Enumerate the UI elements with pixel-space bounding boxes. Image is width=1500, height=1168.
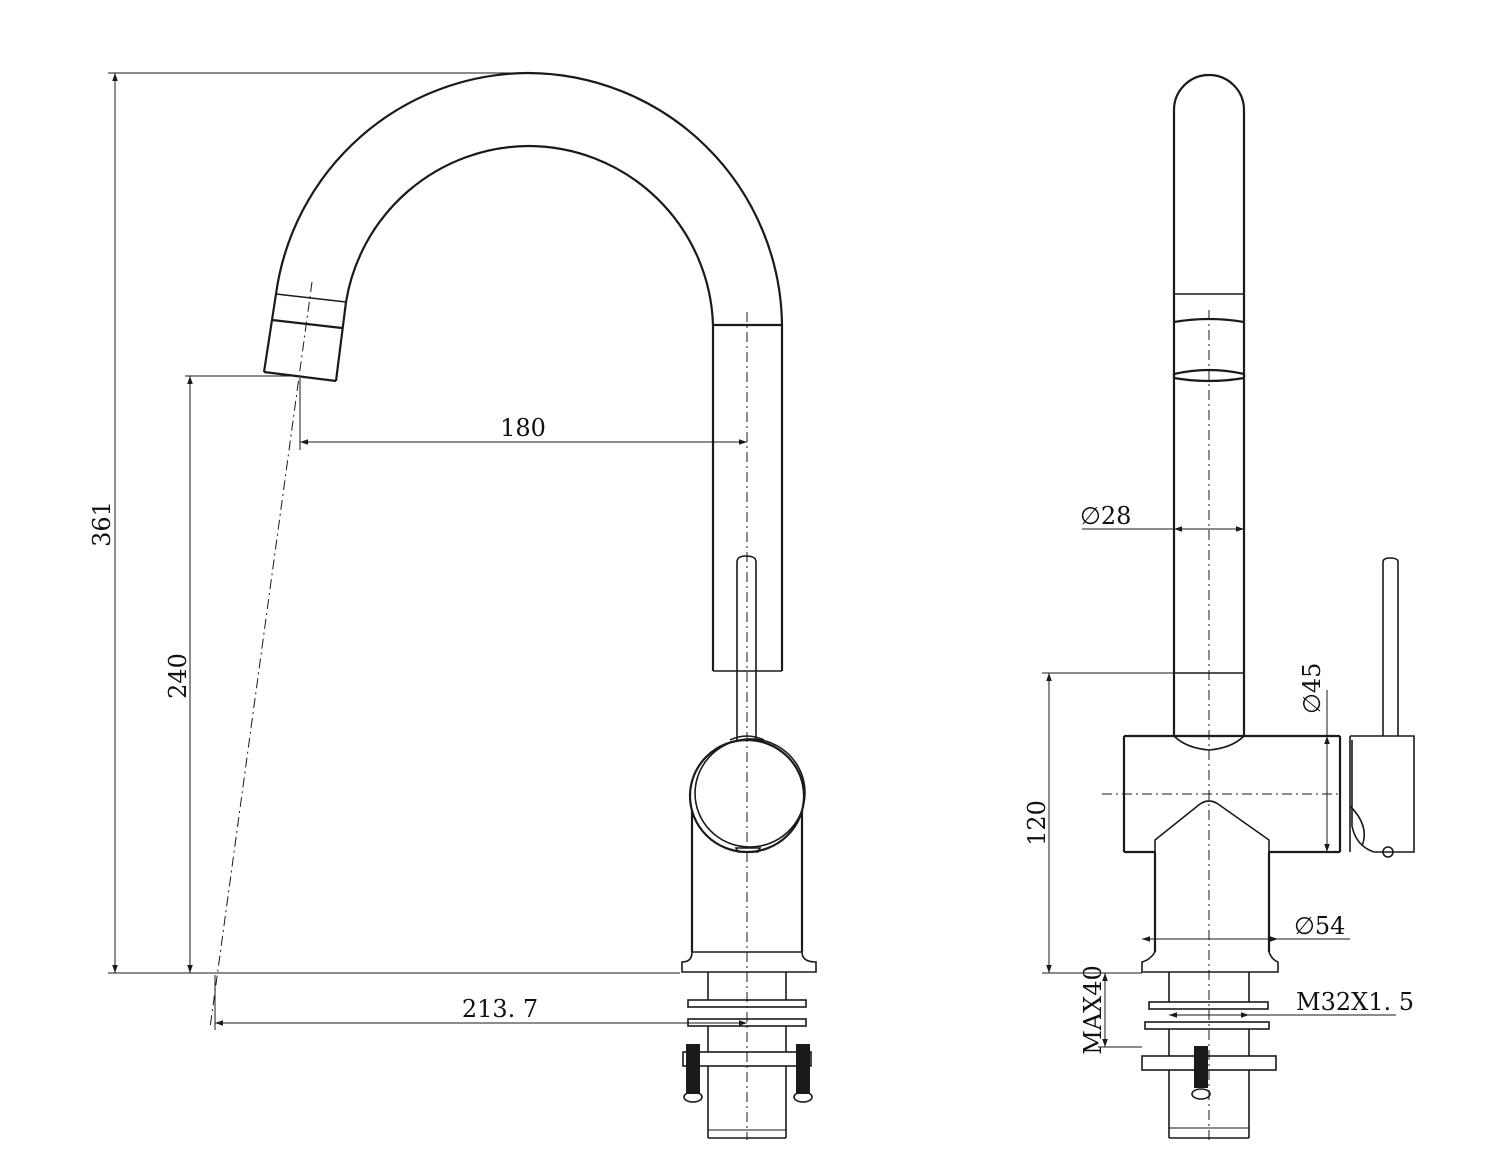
dim-28-label: ∅28 xyxy=(1080,502,1131,530)
dim-spout-diameter: ∅28 xyxy=(1080,502,1244,532)
front-view: ∅28 ∅45 120 ∅54 MAX40 xyxy=(1023,73,1415,1140)
dim-swing-reach: 213. 7 xyxy=(214,975,747,1030)
diameter-symbol: ∅ xyxy=(1080,502,1101,530)
side-aerator xyxy=(209,281,348,1029)
dim-240-label: 240 xyxy=(164,653,192,699)
dim-180-label: 180 xyxy=(500,414,546,442)
dim-45-label: ∅45 xyxy=(1298,663,1326,714)
dim-spout-height: 240 xyxy=(164,375,300,973)
dim-thread: M32X1. 5 xyxy=(1169,988,1414,1018)
dim-max-deck: MAX40 xyxy=(1079,965,1142,1055)
front-body xyxy=(1102,734,1342,973)
dim-361-label: 361 xyxy=(88,501,116,547)
dim-120-label: 120 xyxy=(1023,800,1051,846)
front-spout xyxy=(1172,73,1246,1140)
dim-max40-label: MAX40 xyxy=(1079,965,1107,1055)
dim-213-7-label: 213. 7 xyxy=(462,995,538,1023)
dim-base-diameter: ∅54 xyxy=(1142,912,1350,942)
side-spout xyxy=(274,71,784,1140)
side-body xyxy=(681,735,817,973)
side-lever xyxy=(736,555,757,740)
dim-overall-height: 361 xyxy=(88,72,680,974)
dim-body-diameter: ∅45 xyxy=(1298,663,1330,852)
front-lever xyxy=(1349,557,1415,858)
dim-body-height: 120 xyxy=(1023,672,1174,974)
dim-54-label: ∅54 xyxy=(1294,912,1345,940)
dim-spout-reach: 180 xyxy=(299,378,747,450)
dim-thread-label: M32X1. 5 xyxy=(1296,988,1414,1016)
front-mounting-kit xyxy=(1141,972,1277,1139)
side-view: 361 240 180 213. 7 xyxy=(88,71,817,1140)
